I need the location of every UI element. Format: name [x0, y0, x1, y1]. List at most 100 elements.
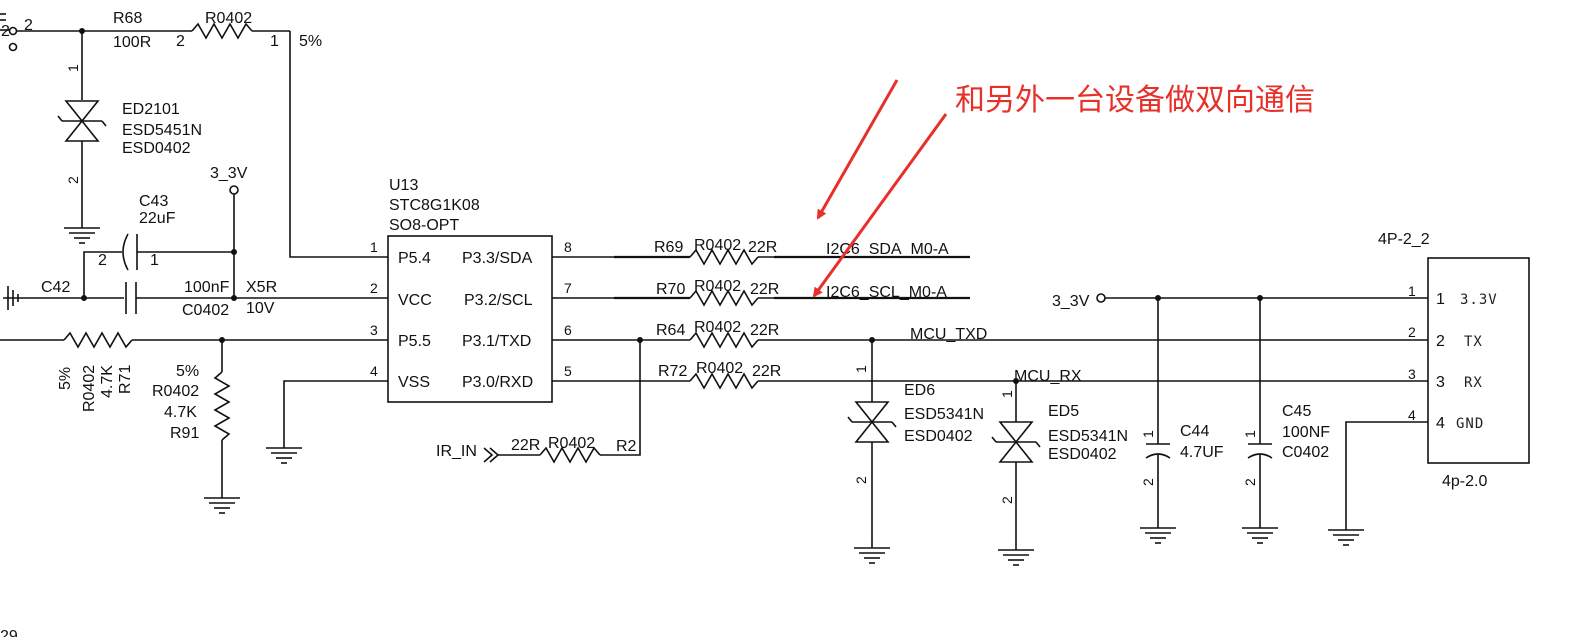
- r72-body: [689, 372, 759, 390]
- r91-ref: R91: [170, 425, 199, 442]
- c45-value: 100NF: [1282, 424, 1330, 441]
- u13-pin5-name: P3.0/RXD: [462, 374, 533, 391]
- ir-in-resistor-value: 22R: [511, 437, 540, 454]
- r91-value: 4.7K: [164, 404, 197, 421]
- ground-symbol: [1327, 521, 1365, 546]
- u13-pin3-name: P5.5: [398, 333, 431, 350]
- c43-ref: C43: [139, 193, 168, 210]
- r70-body: [689, 289, 759, 307]
- r69-ref: R69: [654, 239, 683, 256]
- u13-ref: U13: [389, 177, 418, 194]
- r-top-pin2: 2: [176, 33, 185, 50]
- ed5-diode: [991, 421, 1041, 463]
- c42-voltage: 10V: [246, 300, 275, 317]
- ed5-pin2: 2: [999, 496, 1015, 504]
- u13-pin6-num: 6: [564, 322, 572, 338]
- r71-tolerance: 5%: [57, 367, 74, 390]
- annotation-text: 和另外一台设备做双向通信: [955, 83, 1315, 118]
- ed5-pin1: 1: [999, 390, 1015, 398]
- ir-in-resistor-package: R0402: [548, 435, 595, 452]
- c43-capacitor: [122, 233, 138, 271]
- r2-body: [539, 446, 601, 464]
- c43-pin1: 1: [150, 252, 159, 269]
- c45-pin1: 1: [1242, 430, 1258, 438]
- wire-to-u13-pin1: [289, 31, 388, 258]
- connector-pin1-outside: 1: [1408, 283, 1416, 299]
- ground-symbol: [1241, 519, 1279, 544]
- ed2101-pin1: 1: [65, 64, 81, 72]
- ed6-ref: ED6: [904, 382, 935, 399]
- power-3v3-label: 3_3V: [210, 165, 248, 182]
- r64-package: R0402: [694, 319, 741, 336]
- connector-pin1-num: 1: [1436, 291, 1445, 308]
- c45-ref: C45: [1282, 403, 1311, 420]
- u13-pin2-num: 2: [370, 280, 378, 296]
- c42-package: C0402: [182, 302, 229, 319]
- ed6-pin2: 2: [853, 476, 869, 484]
- bottom-left-fragment: 29: [0, 628, 18, 637]
- ground-symbol: [203, 489, 241, 514]
- connector-pin4-name: GND: [1456, 416, 1484, 432]
- ed6-package: ESD0402: [904, 428, 973, 445]
- r-top-tolerance: 5%: [299, 33, 322, 50]
- net-rxd: MCU_RX: [1014, 368, 1082, 385]
- ed2101-diode: [57, 100, 107, 142]
- u13-pin7-name: P3.2/SCL: [464, 292, 533, 309]
- r72-package: R0402: [696, 360, 743, 377]
- r68-value: 100R: [113, 34, 151, 51]
- power-3v3-right-label: 3_3V: [1052, 293, 1090, 310]
- ed5-part: ESD5341N: [1048, 428, 1128, 445]
- c45-package: C0402: [1282, 444, 1329, 461]
- connector-body: [1427, 257, 1530, 464]
- u13-pin7-num: 7: [564, 280, 572, 296]
- ir-in-resistor-ref: R2: [616, 438, 637, 455]
- u13-pin8-name: P3.3/SDA: [462, 250, 533, 267]
- junction: [81, 295, 87, 301]
- r0402-top-package: R0402: [205, 10, 252, 27]
- connector-pin3-name: RX: [1464, 375, 1483, 391]
- connector-pin2-outside: 2: [1408, 324, 1416, 340]
- r69-package: R0402: [694, 237, 741, 254]
- connector-pin2-num: 2: [1436, 333, 1445, 350]
- r91-body: [213, 371, 231, 441]
- r71-body: [63, 331, 133, 349]
- ed2101-part: ESD5451N: [122, 122, 202, 139]
- c44-pin1: 1: [1140, 430, 1156, 438]
- c44-ref: C44: [1180, 423, 1209, 440]
- c42-capacitor: [125, 282, 137, 314]
- r68-ref: R68: [113, 10, 142, 27]
- ground-symbol: [997, 541, 1035, 566]
- c42-ref: C42: [41, 279, 70, 296]
- c44-pin2: 2: [1140, 478, 1156, 486]
- ground-symbol: [63, 219, 101, 244]
- ed6-pin1: 1: [853, 365, 869, 373]
- u13-part: STC8G1K08: [389, 197, 480, 214]
- connector-pin4-num: 4: [1436, 415, 1445, 432]
- ed2101-package: ESD0402: [122, 140, 191, 157]
- u13-pin2-name: VCC: [398, 292, 432, 309]
- net-scl: I2C6_SCL_M0-A: [826, 284, 947, 301]
- connector-pin4-outside: 4: [1408, 407, 1416, 423]
- r91-tolerance: 5%: [176, 363, 199, 380]
- input-pin-fragment: 2: [1, 23, 10, 40]
- u13-package: SO8-OPT: [389, 217, 459, 234]
- u13-pin6-name: P3.1/TXD: [462, 333, 531, 350]
- r69-value: 22R: [748, 239, 777, 256]
- c44-value: 4.7UF: [1180, 444, 1224, 461]
- ground-symbol: [1139, 519, 1177, 544]
- connector-ref: 4P-2_2: [1378, 231, 1430, 248]
- connector-pin1-name: 3.3V: [1460, 292, 1498, 308]
- r71-value: 4.7K: [99, 365, 116, 398]
- r70-ref: R70: [656, 281, 685, 298]
- power-3v3-port: [229, 185, 239, 195]
- r70-package: R0402: [694, 278, 741, 295]
- c42-value: 100nF: [184, 279, 230, 296]
- u13-pin4-name: VSS: [398, 374, 430, 391]
- wire-ir-in: [600, 340, 641, 456]
- ground-symbol: [853, 539, 891, 564]
- input-pin-top-left: 2 2: [0, 13, 33, 52]
- u13-pin8-num: 8: [564, 239, 572, 255]
- r-top-body: [191, 22, 253, 40]
- ed5-ref: ED5: [1048, 403, 1079, 420]
- r64-value: 22R: [750, 322, 779, 339]
